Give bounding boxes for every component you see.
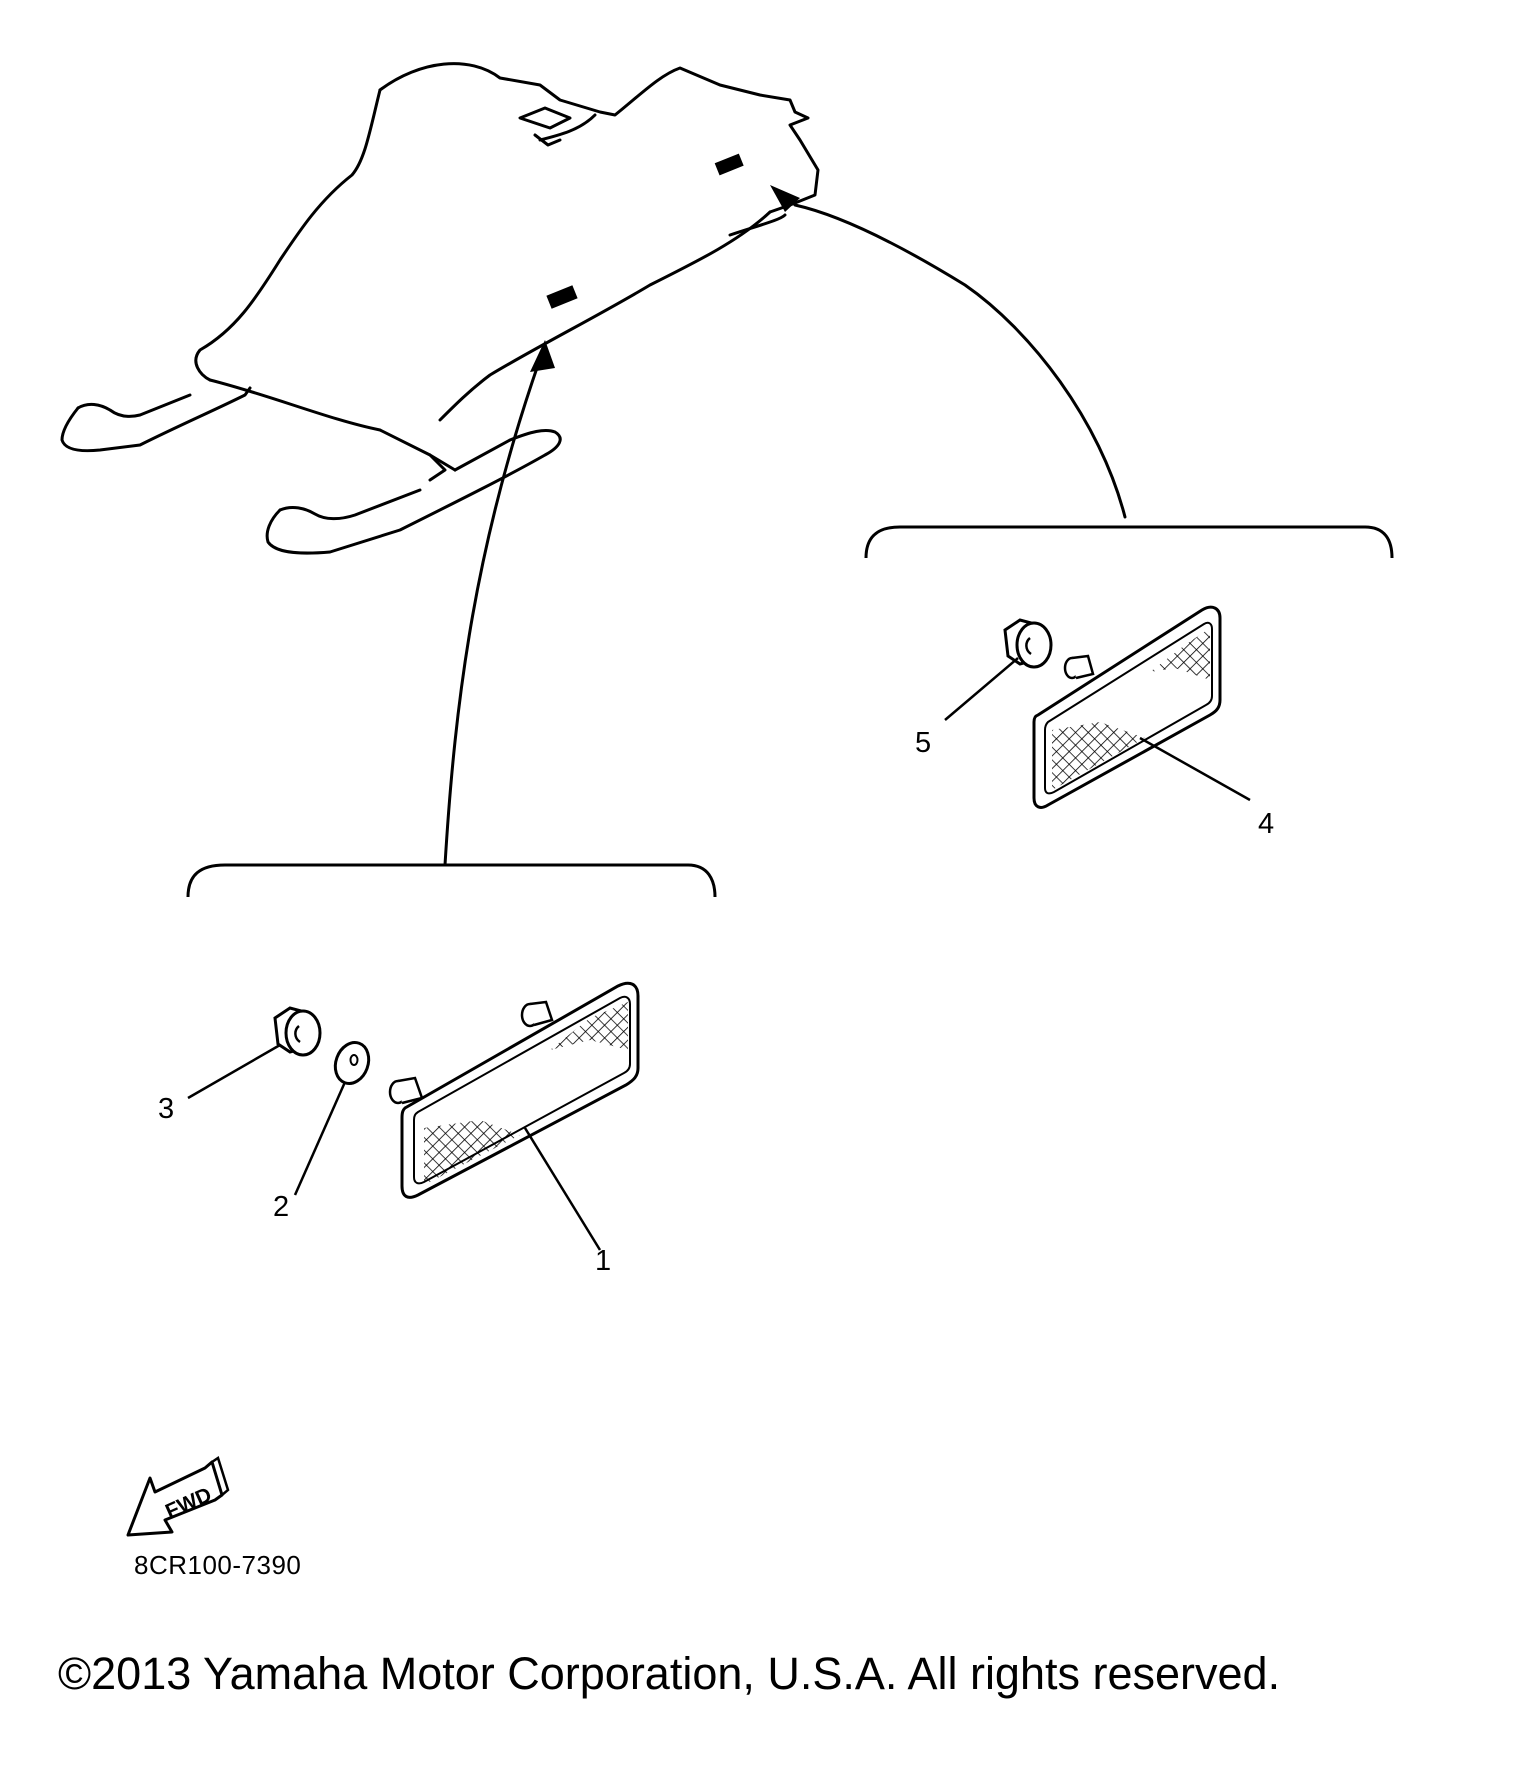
reflector-1 [388, 981, 640, 1199]
snowmobile-outline [60, 62, 820, 555]
detail-bracket-left [186, 863, 717, 898]
arrow-head-side [530, 340, 555, 372]
washer-2 [333, 1041, 371, 1085]
callout-leaders-left [187, 1043, 602, 1251]
reflector-mark-front [714, 153, 744, 176]
callout-2: 2 [273, 1191, 289, 1223]
callout-1: 1 [595, 1245, 611, 1277]
fwd-arrow-icon: FWD [126, 1456, 230, 1537]
reflector-mark-side [546, 285, 578, 309]
callout-5: 5 [915, 727, 931, 759]
diagram-reference-code: 8CR100-7390 [134, 1550, 302, 1580]
reflector-4 [1032, 605, 1222, 809]
arrow-head-front [770, 185, 800, 212]
leader-lines [443, 203, 1127, 867]
callout-3: 3 [158, 1093, 174, 1125]
nut-3 [273, 1006, 322, 1057]
callout-leaders-right [944, 657, 1251, 802]
nut-5 [1003, 618, 1053, 669]
copyright-notice: ©2013 Yamaha Motor Corporation, U.S.A. A… [58, 1648, 1281, 1699]
callout-4: 4 [1258, 808, 1274, 840]
detail-bracket-right [864, 525, 1394, 559]
